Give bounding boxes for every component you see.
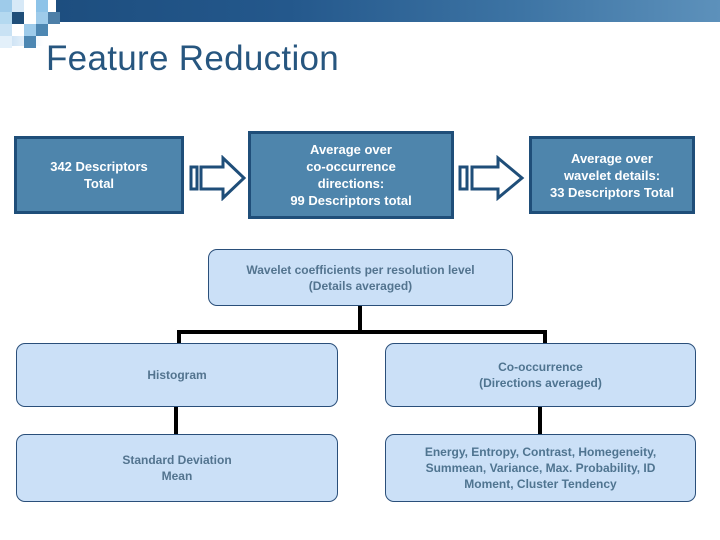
connector-branch-right [543, 330, 547, 344]
flow-box-cooccurrence-line-3: directions: [317, 176, 385, 191]
tree-node-histogram: Histogram [16, 343, 338, 407]
decorative-square [0, 12, 12, 24]
flow-box-wavelet-line-2: wavelet details: [563, 167, 661, 183]
header-band [56, 0, 720, 22]
decorative-square [24, 0, 36, 12]
flow-box-cooccurrence-line-1: Average over [310, 142, 392, 157]
tree-node-cooccurrence: Co-occurrence (Directions averaged) [385, 343, 696, 407]
tree-detail-histogram-line-2: Mean [161, 469, 193, 483]
decorative-square [0, 36, 12, 48]
tree-root-line-2: (Details averaged) [308, 278, 413, 293]
decorative-square [24, 24, 36, 36]
flow-box-cooccurrence: Average over co-occurrence directions: 9… [248, 131, 454, 219]
decorative-square [24, 36, 36, 48]
decorative-square [0, 24, 12, 36]
right-arrow-icon [458, 154, 526, 206]
decorative-square [0, 0, 12, 12]
decorative-square [12, 24, 24, 36]
connector-branch-left [177, 330, 181, 344]
flow-box-descriptors: 342 Descriptors Total [14, 136, 184, 214]
connector-horizontal-bar [177, 330, 547, 334]
tree-node-cooccurrence-line-1: Co-occurrence [498, 360, 583, 374]
decorative-square [12, 0, 24, 12]
tree-root-line-1: Wavelet coefficients per resolution leve… [246, 262, 475, 277]
decorative-square [36, 12, 48, 24]
tree-node-cooccurrence-line-2: (Directions averaged) [479, 376, 602, 390]
decorative-square [12, 12, 24, 24]
decorative-square [36, 0, 48, 12]
tree-detail-cooccurrence: Energy, Entropy, Contrast, Homegeneity, … [385, 434, 696, 502]
decorative-square [36, 24, 48, 36]
flow-box-descriptors-line-1: 342 Descriptors [50, 159, 148, 174]
tree-detail-histogram: Standard Deviation Mean [16, 434, 338, 502]
flow-box-descriptors-line-2: Total [83, 176, 115, 191]
connector-cooccurrence-detail [538, 406, 542, 435]
flow-box-wavelet: Average over wavelet details: 33 Descrip… [529, 136, 695, 214]
tree-detail-histogram-line-1: Standard Deviation [122, 453, 232, 467]
flow-box-wavelet-line-1: Average over [571, 150, 653, 166]
tree-detail-cooccurrence-line-1: Energy, Entropy, Contrast, Homegeneity, [424, 445, 657, 459]
decorative-square [24, 12, 36, 24]
tree-detail-cooccurrence-line-2: Summean, Variance, Max. Probability, ID [425, 461, 656, 475]
tree-detail-cooccurrence-line-3: Moment, Cluster Tendency [464, 477, 617, 491]
right-arrow-icon [189, 154, 247, 206]
flow-box-wavelet-line-3: 33 Descriptors Total [549, 184, 675, 200]
tree-root-wavelet-coefficients: Wavelet coefficients per resolution leve… [208, 249, 513, 306]
tree-node-histogram-label: Histogram [147, 368, 207, 382]
flow-box-cooccurrence-line-2: co-occurrence [306, 159, 396, 174]
flow-box-cooccurrence-line-4: 99 Descriptors total [290, 193, 412, 208]
decorative-square [48, 12, 60, 24]
connector-histogram-detail [174, 406, 178, 435]
page-title: Feature Reduction [46, 39, 340, 78]
connector-root-vertical [358, 306, 362, 333]
